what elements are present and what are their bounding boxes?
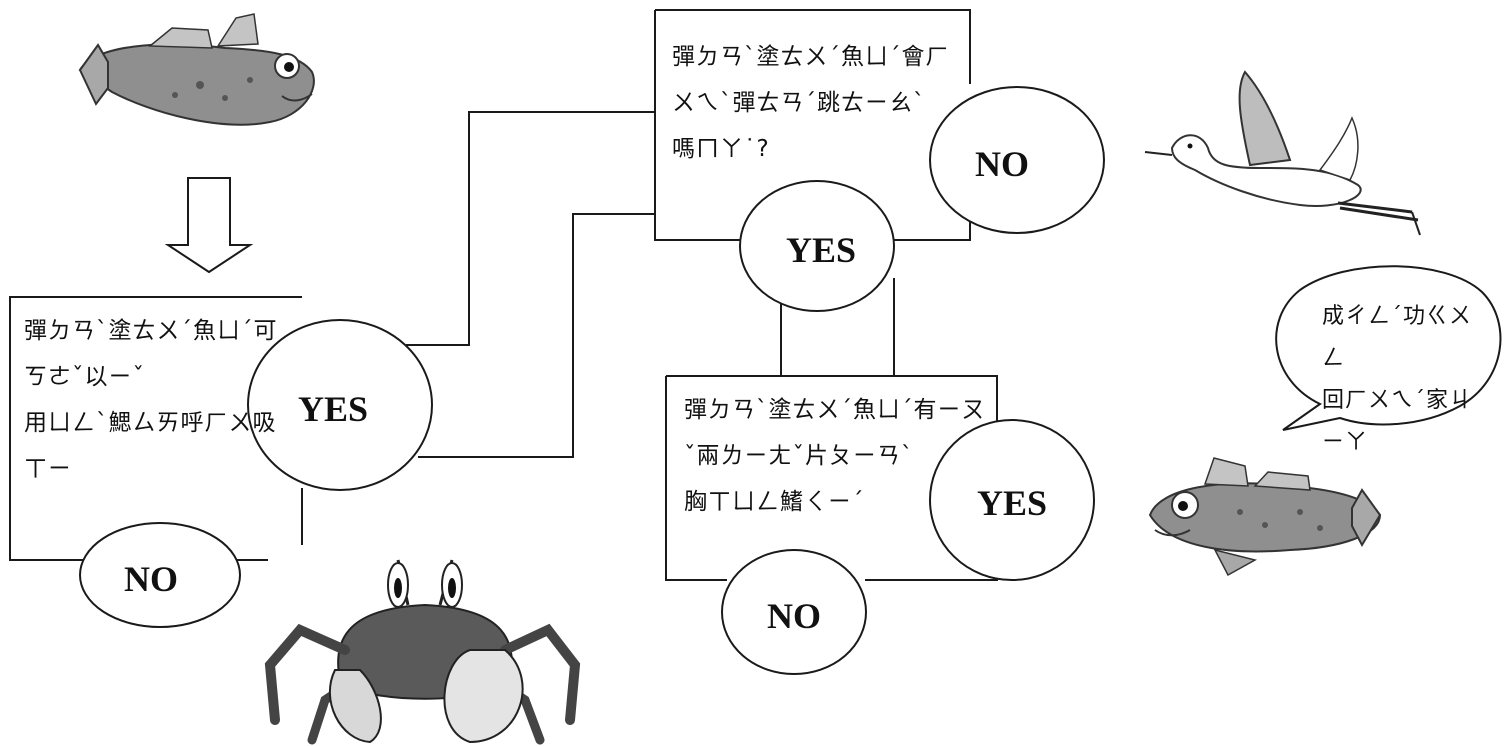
q2-yes-oval [739, 180, 895, 312]
bubble-text-line2: 回ㄏㄨㄟˊ家ㄐㄧㄚ [1322, 388, 1473, 455]
q3-text-line2: 胸ㄒㄩㄥ鰭ㄑㄧˊ [684, 489, 865, 515]
q2-text-line2: 嗎ㄇㄚ˙? [672, 136, 770, 162]
q2-text-line1: 彈ㄉㄢˋ塗ㄊㄨˊ魚ㄩˊ會ㄏㄨㄟˋ彈ㄊㄢˊ跳ㄊㄧㄠˋ [672, 44, 950, 116]
q3-yes-oval [929, 419, 1095, 581]
q2-no-oval [929, 86, 1105, 234]
q1-box [9, 296, 302, 561]
q1-text-line2: 用ㄩㄥˋ鰓ㄙㄞ呼ㄏㄨ吸ㄒㄧ [24, 410, 277, 482]
q1-text: 彈ㄉㄢˋ塗ㄊㄨˊ魚ㄩˊ可ㄎㄜˇ以ㄧˇ 用ㄩㄥˋ鰓ㄙㄞ呼ㄏㄨ吸ㄒㄧ [24, 308, 294, 492]
bubble-text-line1: 成ㄔㄥˊ功ㄍㄨㄥ [1322, 304, 1473, 371]
egret-icon [1144, 70, 1421, 236]
mudskipper-icon [78, 13, 315, 126]
crab-icon [264, 559, 581, 745]
q2-text: 彈ㄉㄢˋ塗ㄊㄨˊ魚ㄩˊ會ㄏㄨㄟˋ彈ㄊㄢˊ跳ㄊㄧㄠˋ 嗎ㄇㄚ˙? [672, 34, 962, 172]
q3-text-line1: 彈ㄉㄢˋ塗ㄊㄨˊ魚ㄩˊ有ㄧㄡˇ兩ㄌㄧㄤˇ片ㄆㄧㄢˋ [684, 397, 986, 469]
mudskipper-icon [1148, 457, 1382, 577]
q2-yes-label: YES [786, 230, 856, 270]
arrow-down-icon [164, 177, 254, 274]
bubble-text: 成ㄔㄥˊ功ㄍㄨㄥ 回ㄏㄨㄟˊ家ㄐㄧㄚ [1322, 296, 1472, 464]
q3-yes-label: YES [977, 483, 1047, 523]
q1-yes-oval [247, 319, 433, 491]
q1-yes-label: YES [298, 389, 368, 429]
q3-no-oval [721, 549, 867, 675]
q2-no-label: NO [975, 144, 1029, 184]
connector-yes1-to-q2-lower [418, 213, 655, 458]
speech-bubble [1275, 265, 1502, 431]
connector-yes1-to-q2-upper [406, 111, 655, 346]
q3-text: 彈ㄉㄢˋ塗ㄊㄨˊ魚ㄩˊ有ㄧㄡˇ兩ㄌㄧㄤˇ片ㄆㄧㄢˋ 胸ㄒㄩㄥ鰭ㄑㄧˊ [684, 387, 994, 525]
q1-no-label: NO [124, 559, 178, 599]
q1-text-line1: 彈ㄉㄢˋ塗ㄊㄨˊ魚ㄩˊ可ㄎㄜˇ以ㄧˇ [24, 318, 278, 390]
q3-no-label: NO [767, 596, 821, 636]
q1-no-oval [79, 522, 241, 628]
